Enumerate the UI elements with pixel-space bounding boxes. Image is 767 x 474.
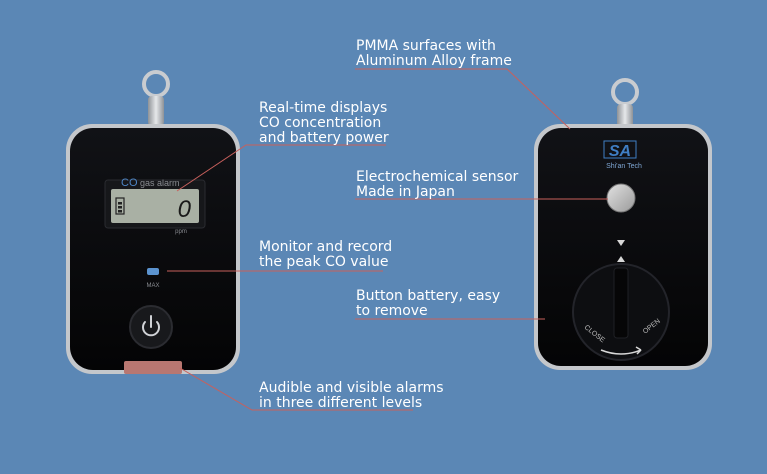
callout-sensor-line2: Made in Japan [356, 184, 455, 200]
max-led [147, 268, 159, 275]
front-key-ring [142, 70, 170, 98]
callout-peak-line2: the peak CO value [259, 254, 389, 270]
callout-alarms: Audible and visible alarms in three diff… [259, 381, 444, 411]
back-device: SA Shi'an Tech CLOSE OPEN [534, 78, 712, 370]
logo-text: SA [609, 143, 631, 160]
battery-cover-slot [613, 267, 629, 339]
front-brand-label: gas alarm [140, 178, 180, 188]
front-device: 0 CO gas alarm ppm MAX [66, 70, 240, 374]
callout-battery: Button battery, easy to remove [356, 289, 500, 319]
rotate-arc-icon [600, 349, 642, 355]
callout-alarms-line2: in three different levels [259, 395, 423, 411]
callout-alarms-line1: Audible and visible alarms [259, 380, 444, 396]
back-shackle [617, 104, 633, 130]
callout-battery-line1: Button battery, easy [356, 288, 501, 304]
company-name: Shi'an Tech [606, 163, 642, 170]
callout-pmma-line2: Aluminum Alloy frame [356, 53, 512, 69]
front-brand-co: CO [121, 177, 138, 189]
callout-battery-line2: to remove [356, 303, 428, 319]
callout-realtime-line2: CO concentration [259, 115, 382, 131]
callout-pmma-line1: PMMA surfaces with [356, 38, 496, 54]
battery-icon [115, 197, 125, 215]
power-icon [142, 315, 160, 337]
callout-sensor-line1: Electrochemical sensor [356, 169, 519, 185]
front-unit-label: ppm [175, 229, 187, 235]
callout-realtime: Real-time displays CO concentration and … [259, 101, 389, 146]
front-shackle [148, 96, 164, 126]
callout-peak: Monitor and record the peak CO value [259, 240, 392, 270]
leader-alarms [179, 367, 413, 411]
max-label: MAX [146, 283, 159, 289]
arrow-up-icon [617, 256, 625, 262]
battery-cover[interactable]: CLOSE OPEN [572, 263, 670, 361]
front-lcd-reading: 0 [178, 196, 192, 223]
callout-sensor: Electrochemical sensor Made in Japan [356, 170, 518, 200]
sensor-mesh [606, 183, 636, 213]
alarm-light-strip [124, 361, 182, 374]
callout-pmma: PMMA surfaces with Aluminum Alloy frame [356, 39, 512, 69]
leader-lines [167, 68, 608, 411]
callout-realtime-line1: Real-time displays [259, 100, 388, 116]
leader-pmma [355, 68, 571, 130]
company-logo: SA [603, 140, 637, 160]
arrow-down-icon [617, 240, 625, 246]
back-key-ring [611, 78, 639, 106]
power-button[interactable] [129, 305, 173, 349]
callout-realtime-line3: and battery power [259, 130, 389, 146]
leader-realtime [176, 144, 386, 192]
front-lcd-screen [111, 189, 199, 223]
callout-peak-line1: Monitor and record [259, 239, 393, 255]
